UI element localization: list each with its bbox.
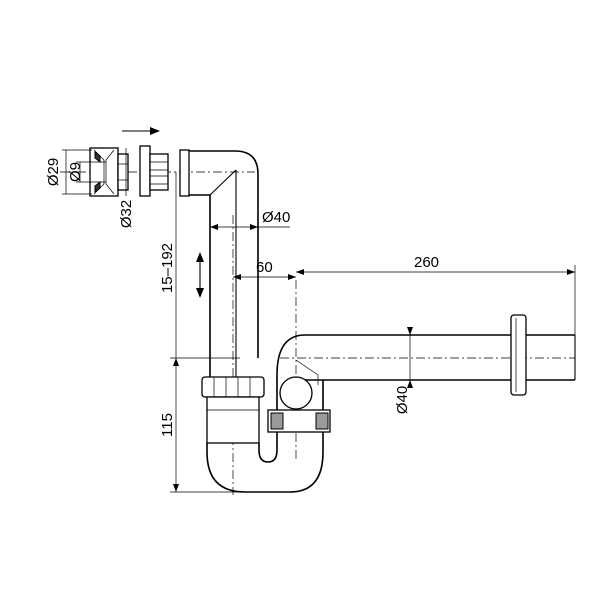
d40-top-label: Ø40 [262,209,290,226]
outlet-seal-left [270,412,284,430]
trap-inner [258,430,278,463]
d40-side-label: Ø40 [394,386,411,414]
dimension-260: 260 [296,254,576,335]
rosette-plate [510,314,527,396]
insertion-arrow-head [150,127,160,135]
inlet-elbow [179,149,259,380]
dimension-115: 115 [159,358,245,493]
dim-60-arrow-right [288,274,296,280]
dim-260-label: 260 [414,254,439,271]
d32-label: Ø32 [118,200,135,228]
outlet-inner-edge [295,359,319,385]
trap-sleeve [206,396,260,444]
dimension-height-range: 15–192 [159,172,240,359]
d29-label: Ø29 [45,158,62,186]
dimension-d40-top: Ø40 [210,209,290,230]
centre-lines [60,171,575,495]
dim-60-arrow-left [233,274,241,280]
d40-top-arrow-left [210,224,218,230]
outlet-fitting [267,334,576,433]
dim-60-label: 60 [256,259,273,276]
d40-side-arrow-bottom [407,380,413,388]
dimension-60: 60 [233,259,296,280]
travel-arrow [196,252,204,298]
wall-rosette [510,314,527,396]
union-nut [201,376,265,444]
dim-115-label: 115 [159,413,176,437]
nut-body [201,376,265,398]
trap-outer [206,430,324,493]
adapter-reducer [89,147,129,197]
dimension-d9: Ø9 [67,161,106,183]
reducer-collar [117,153,129,191]
outlet-upper-contour [276,334,575,430]
dim-115-arrow-bottom [173,484,179,492]
dimension-d40-side: Ø40 [394,327,413,414]
elbow-inner-bend [209,169,237,196]
dim-115-arrow-top [173,358,179,366]
dimension-d29: Ø29 [45,149,92,195]
height-range-label: 15–192 [159,243,176,293]
dimension-d32: Ø32 [118,148,135,228]
travel-arrow-down [196,288,204,298]
sleeve-flange [139,145,151,197]
dim-260-arrow-left [296,269,304,275]
travel-arrow-up [196,252,204,262]
u-trap [206,430,324,493]
inlet-flange [179,149,190,197]
d9-label: Ø9 [67,162,84,182]
d40-top-arrow-right [250,224,258,230]
d40-side-arrow-top [407,327,413,335]
elbow-outer-curve [189,150,259,358]
sleeve-body [149,153,169,191]
dim-260-arrow-right [567,269,575,275]
insertion-arrow [122,127,160,135]
reducer-inner-right [105,149,115,195]
outlet-bore [279,376,313,410]
adapter-sleeve [139,145,169,197]
outlet-seal-right [315,412,329,430]
